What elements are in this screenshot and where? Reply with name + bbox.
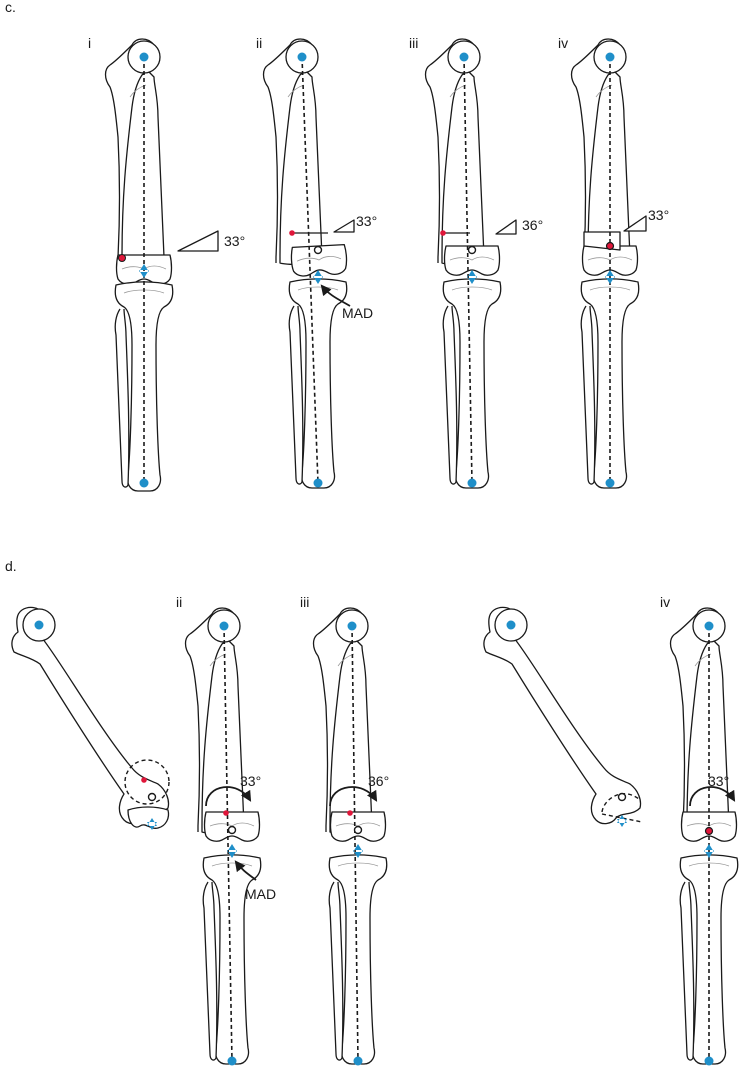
subpanel-c-ii-label: ii [256, 35, 262, 51]
panel-d-iii: iii 36° [300, 594, 389, 1066]
knee-center-icon [227, 844, 237, 858]
angle-label: 33° [356, 213, 377, 229]
panel-d-iv: iv 33° [660, 594, 739, 1066]
rotation-arrow-icon [689, 786, 736, 807]
mechanical-axis [351, 625, 359, 1062]
panel-c-iii: iii 36° [409, 35, 543, 489]
subpanel-d-iv-label: iv [660, 594, 670, 610]
rotation-arrow-icon [329, 786, 378, 807]
ankle-center [139, 478, 149, 488]
wedge-icon [623, 215, 647, 232]
wedge-icon [177, 230, 219, 252]
mad-label: MAD [245, 886, 276, 902]
knee-center-icon [313, 270, 323, 284]
subpanel-d-ii-label: ii [176, 594, 182, 610]
knee-center-icon [467, 270, 477, 284]
hinge-point [118, 254, 126, 262]
hinge-point [289, 230, 295, 236]
angle-label: 33° [648, 207, 669, 223]
knee-center-icon [605, 270, 615, 284]
wedge-icon [495, 219, 517, 235]
knee-center-icon [353, 844, 363, 858]
knee-center-icon [704, 844, 714, 858]
panel-c-i: i 33° [88, 35, 245, 492]
subpanel-c-i-label: i [88, 35, 91, 51]
angle-label: 36° [522, 217, 543, 233]
panel-c-iv: iv 33° [558, 35, 669, 489]
rotation-circle [124, 759, 170, 805]
angle-label: 33° [708, 773, 729, 789]
wedge-icon [333, 219, 355, 233]
mad-label: MAD [342, 305, 373, 321]
mechanical-axis [301, 56, 319, 484]
knee-center-icon [139, 264, 149, 278]
panel-d-tilted-femur-2 [483, 606, 643, 827]
subpanel-c-iii-label: iii [409, 35, 418, 51]
mechanical-axis [223, 625, 233, 1062]
panel-d-tilted-femur-1 [11, 606, 170, 830]
panel-c-ii: ii 33° MAD [256, 35, 377, 489]
angle-label: 33° [224, 233, 245, 249]
subpanel-d-iii-label: iii [300, 594, 309, 610]
femoral-head-center [139, 52, 149, 62]
rotation-arrow-icon [205, 786, 252, 807]
hinge-point [440, 230, 446, 236]
panel-c-label: c. [5, 0, 16, 15]
panel-d-label: d. [5, 558, 17, 574]
mechanical-axis [463, 56, 473, 484]
angle-label: 36° [368, 773, 389, 789]
panel-d-ii: ii 33° MAD [176, 594, 276, 1066]
subpanel-c-iv-label: iv [558, 35, 568, 51]
angle-label: 33° [240, 773, 261, 789]
